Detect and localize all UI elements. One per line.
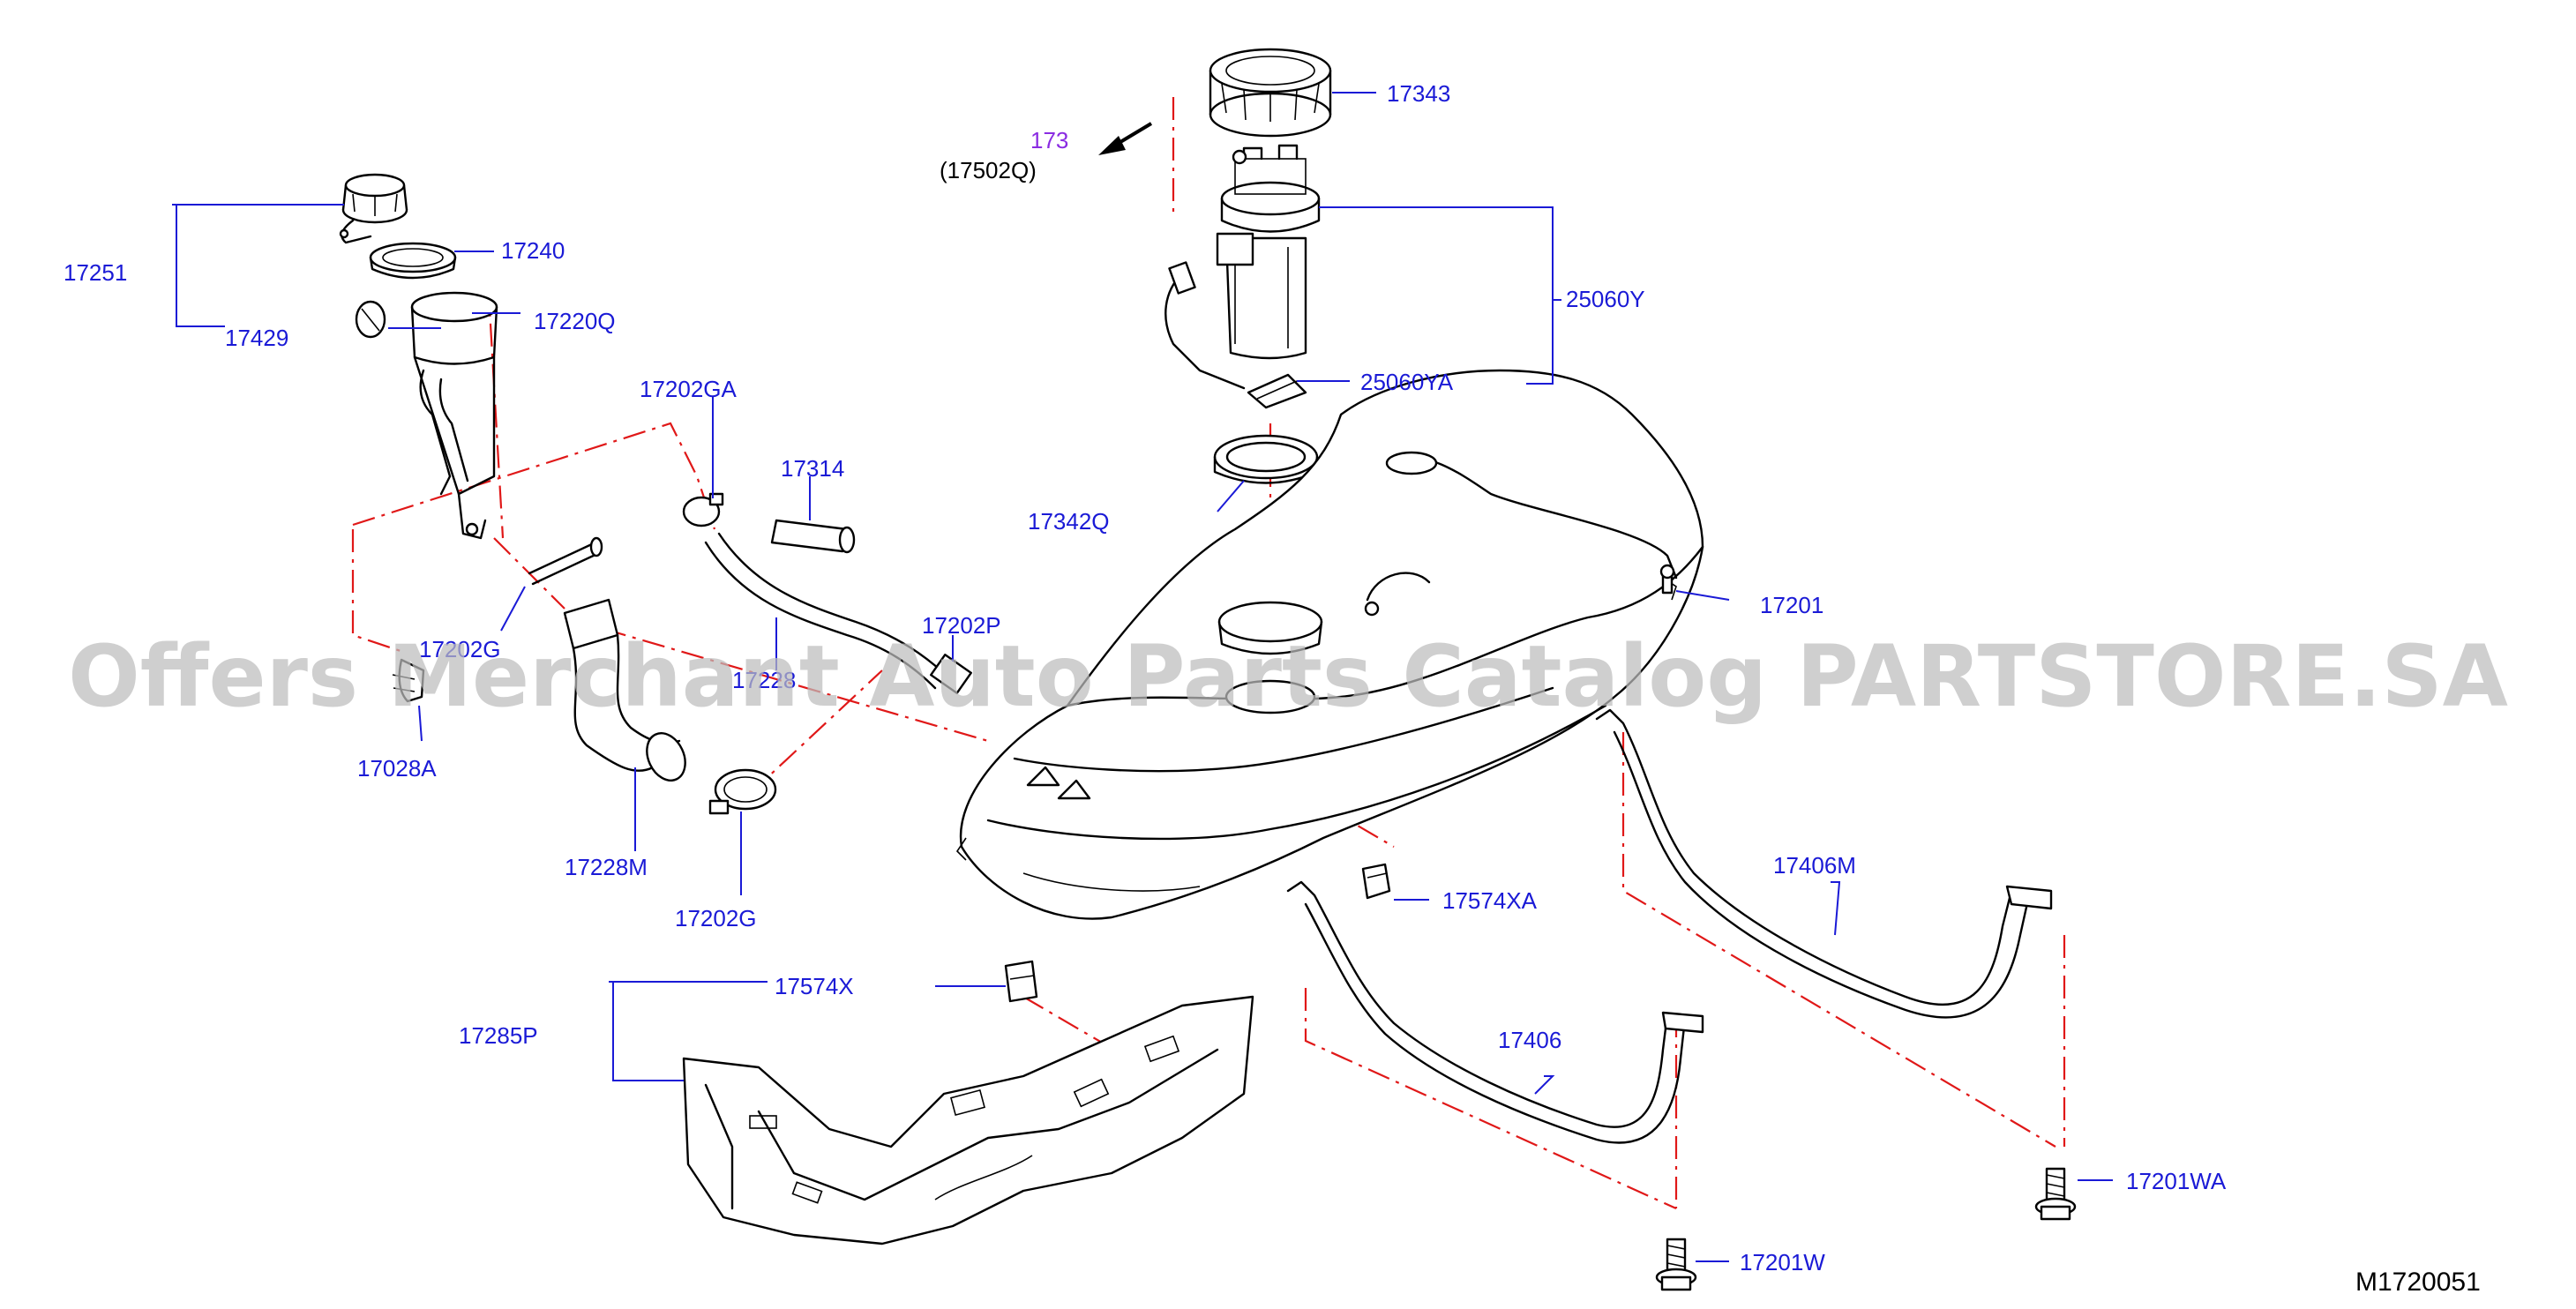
- label-17406[interactable]: 17406: [1498, 1027, 1561, 1053]
- label-25060y[interactable]: 25060Y: [1566, 286, 1645, 312]
- label-17574x[interactable]: 17574X: [775, 973, 854, 999]
- bolt-17201w: [1655, 1238, 1697, 1291]
- hose-clamp-17202g: [708, 768, 777, 815]
- label-17285p[interactable]: 17285P: [459, 1022, 538, 1049]
- label-17240[interactable]: 17240: [501, 237, 565, 264]
- label-17406m[interactable]: 17406M: [1773, 852, 1856, 879]
- tank-strap-17406m: [1595, 708, 2053, 1019]
- label-17251[interactable]: 17251: [64, 259, 127, 286]
- label-17220q[interactable]: 17220Q: [534, 308, 616, 334]
- breather-hose: [704, 532, 972, 694]
- tank-strap-17406: [1286, 880, 1704, 1144]
- clip-17574x: [1004, 960, 1038, 1003]
- heat-shield: [682, 995, 1254, 1245]
- filler-gasket: [369, 242, 457, 280]
- fuel-tank: [955, 369, 1704, 920]
- fuel-pump-module: [1164, 144, 1321, 390]
- diagram-code: M1720051: [2355, 1268, 2481, 1297]
- bracket-17028a: [392, 658, 425, 703]
- bolt-17201wa: [2034, 1167, 2077, 1221]
- fuel-level-sender: [1247, 373, 1307, 409]
- filler-hose: [563, 598, 686, 782]
- label-17228[interactable]: 17228: [732, 667, 796, 693]
- locking-ring-17343: [1209, 48, 1332, 138]
- tube-17314: [770, 519, 856, 554]
- label-17202g-upper[interactable]: 17202G: [419, 636, 501, 662]
- label-17028a[interactable]: 17028A: [357, 755, 437, 782]
- label-17502q: (17502Q): [940, 157, 1037, 183]
- hose-clamp-small: [528, 536, 603, 586]
- label-17201[interactable]: 17201: [1760, 592, 1823, 618]
- label-17574xa[interactable]: 17574XA: [1442, 887, 1538, 914]
- gasket-17342q: [1213, 434, 1319, 484]
- filler-cap: [339, 173, 408, 244]
- filler-tube: [410, 291, 498, 540]
- label-17429[interactable]: 17429: [225, 325, 288, 351]
- label-17202p[interactable]: 17202P: [922, 612, 1001, 639]
- hose-clamp-17202ga: [682, 492, 724, 527]
- label-17228m[interactable]: 17228M: [565, 854, 648, 880]
- leader-lines: [172, 92, 2113, 1262]
- label-17343[interactable]: 17343: [1387, 80, 1450, 107]
- label-17202g-lower[interactable]: 17202G: [675, 905, 757, 931]
- label-25060ya[interactable]: 25060YA: [1360, 369, 1454, 395]
- cap-tether: [355, 300, 386, 339]
- label-17202ga[interactable]: 17202GA: [640, 376, 738, 402]
- bolt-17201: [1659, 564, 1675, 595]
- label-17201w[interactable]: 17201W: [1740, 1249, 1825, 1275]
- label-17201wa[interactable]: 17201WA: [2126, 1168, 2227, 1194]
- reference-arrow: [1098, 122, 1153, 155]
- label-17342q[interactable]: 17342Q: [1028, 508, 1110, 535]
- watermark: Offers Merchant Auto Parts Catalog PARTS…: [68, 627, 2508, 726]
- part-labels: 17343 173 (17502Q) 25060Y 25060YA 17251 …: [64, 80, 2481, 1297]
- label-173-ref[interactable]: 173: [1030, 127, 1068, 153]
- label-17314[interactable]: 17314: [781, 455, 844, 482]
- clip-17574xa: [1361, 863, 1391, 900]
